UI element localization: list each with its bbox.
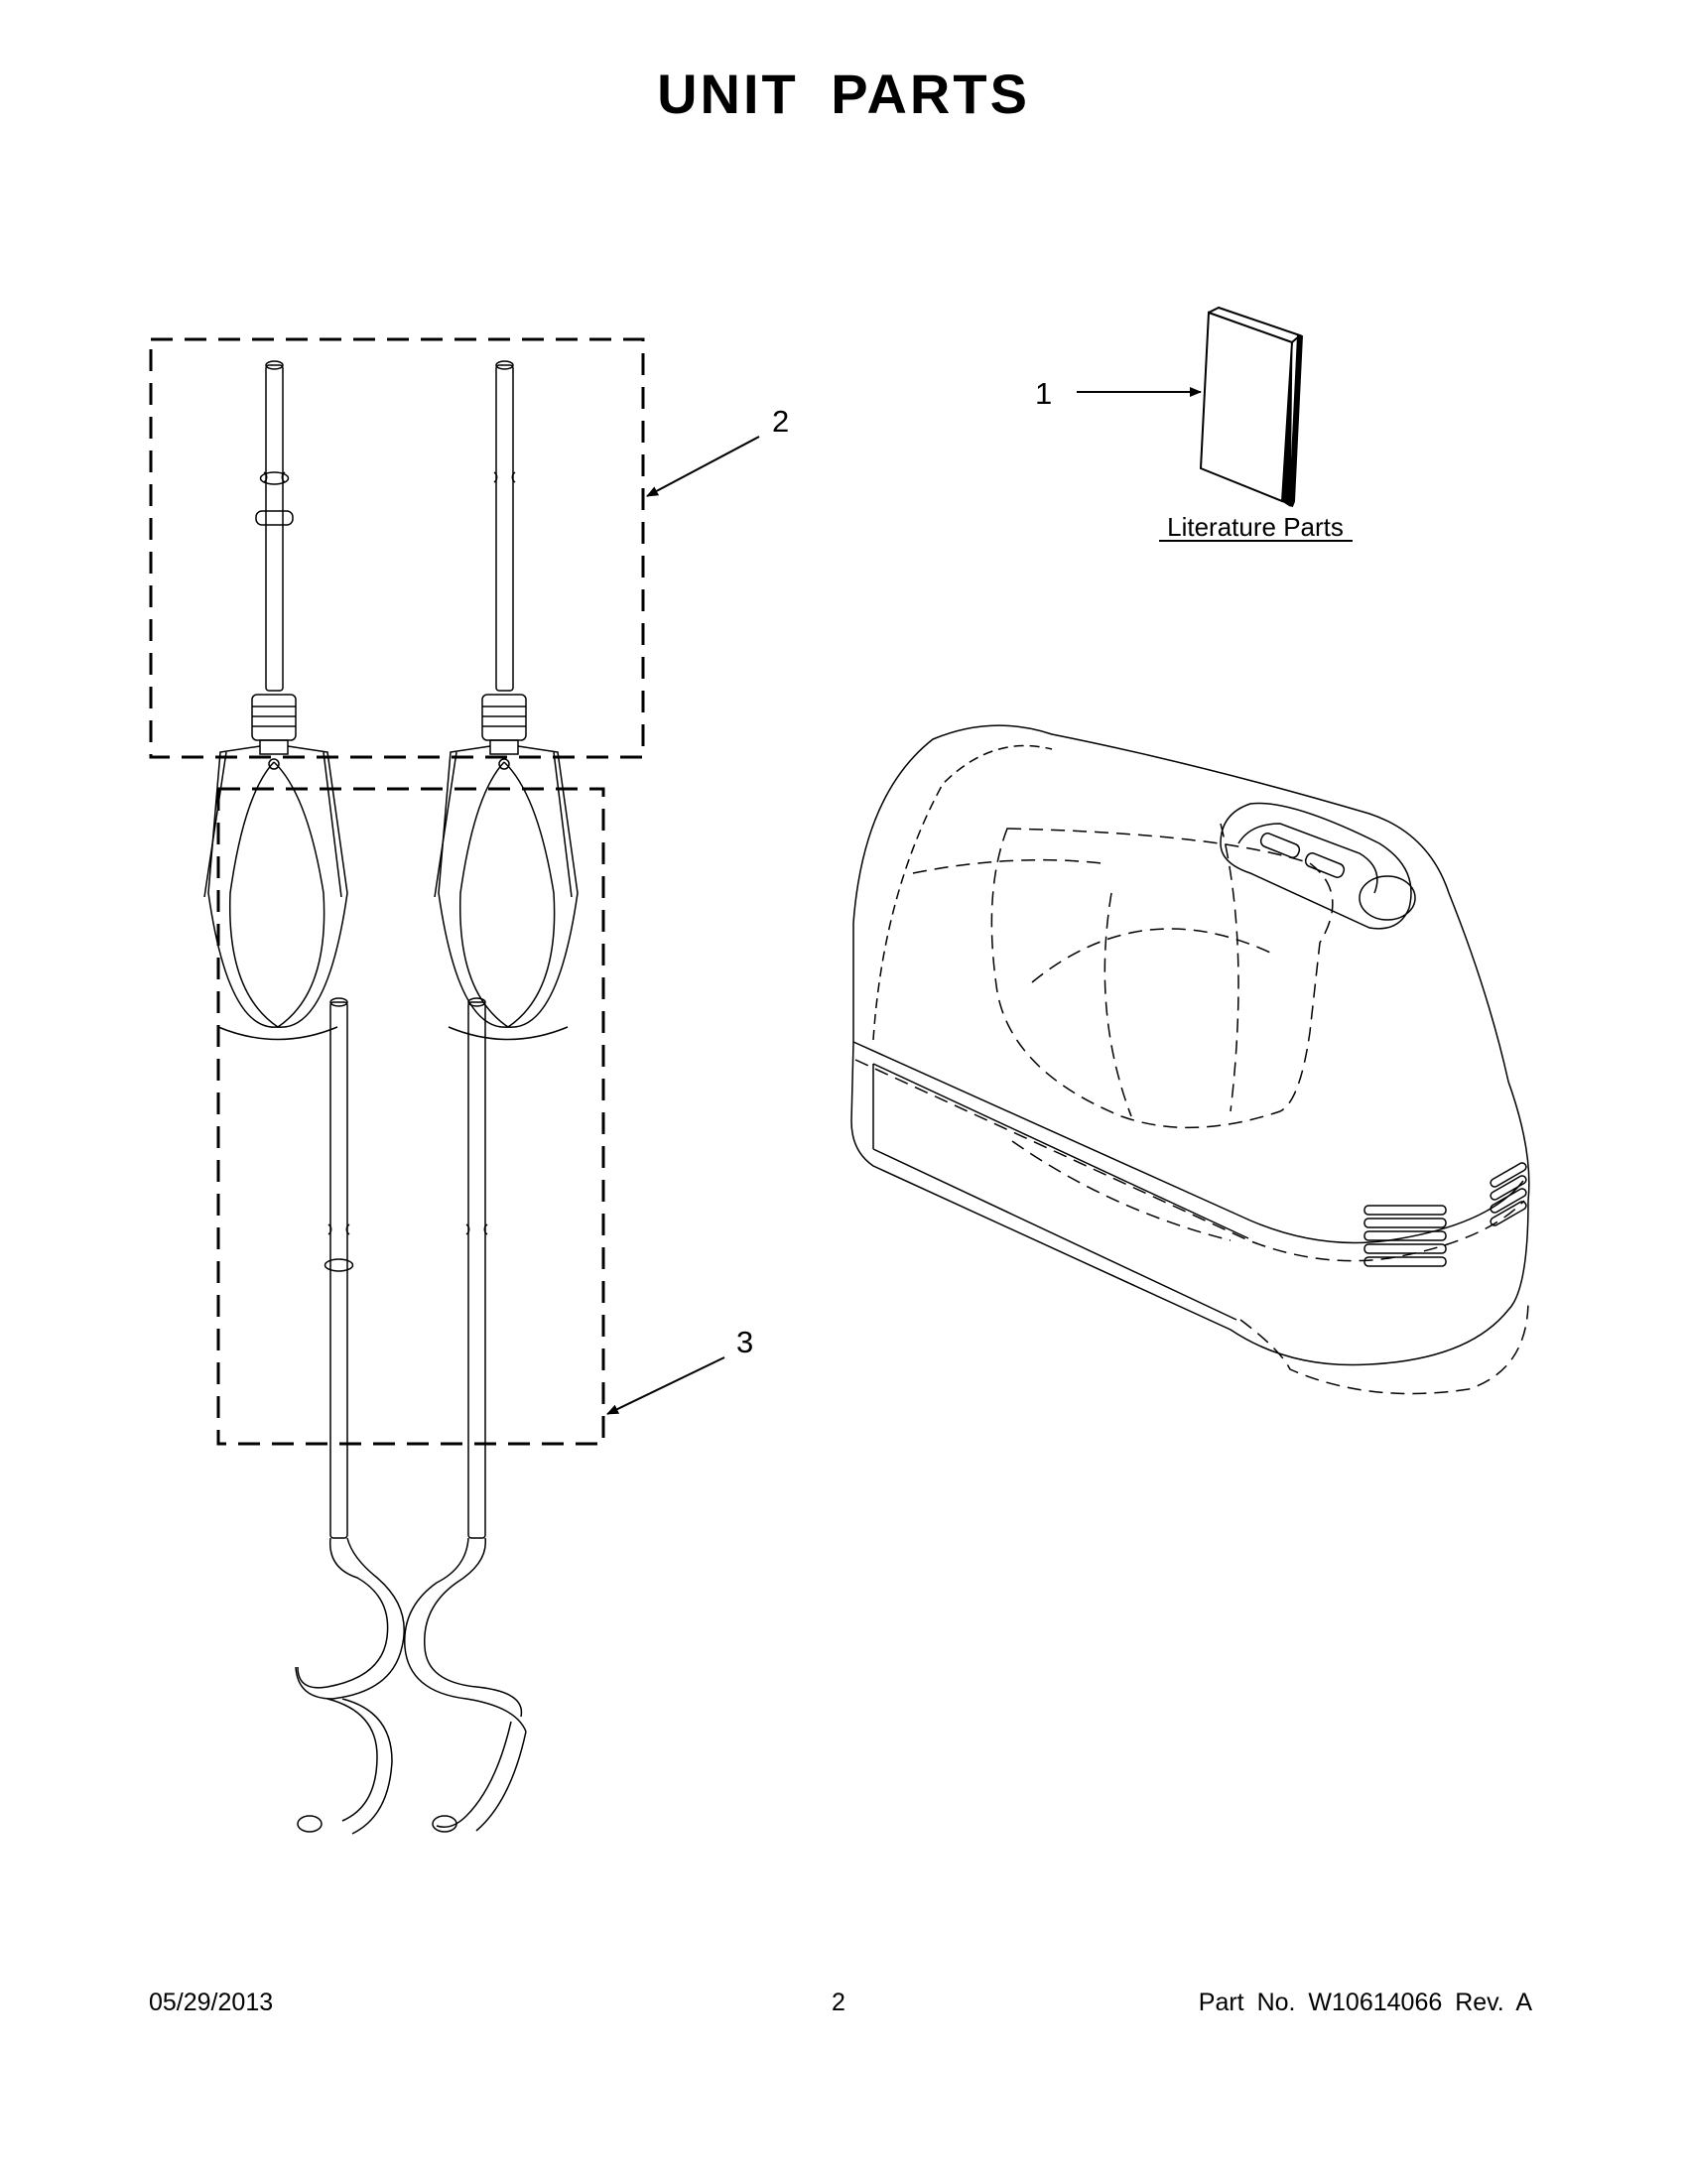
literature-booklet bbox=[1199, 306, 1303, 508]
footer-page-number: 2 bbox=[832, 1989, 845, 2016]
dough-hook-left bbox=[295, 997, 405, 1835]
callout-3: 3 bbox=[736, 1325, 753, 1359]
literature-parts-label: Literature Parts bbox=[1167, 512, 1344, 542]
page-title: UNIT PARTS bbox=[657, 63, 1030, 125]
callout-2: 2 bbox=[772, 404, 789, 439]
dough-hooks-group-box bbox=[216, 787, 605, 1446]
footer-date: 05/29/2013 bbox=[149, 1989, 274, 2016]
footer-part-number: Part No. W10614066 Rev. A bbox=[1198, 1989, 1532, 2016]
callout-1: 1 bbox=[1035, 376, 1052, 411]
vent-slots-side bbox=[1490, 1162, 1527, 1226]
callout-3-arrow bbox=[606, 1356, 725, 1415]
vent-slots-front bbox=[1363, 1205, 1447, 1267]
beater-left bbox=[203, 360, 348, 1041]
hand-mixer-body bbox=[850, 724, 1530, 1395]
dough-hook-right bbox=[404, 997, 527, 1833]
callout-2-arrow bbox=[646, 436, 760, 497]
beater-right bbox=[434, 360, 579, 1041]
beaters-group-box bbox=[149, 337, 645, 759]
